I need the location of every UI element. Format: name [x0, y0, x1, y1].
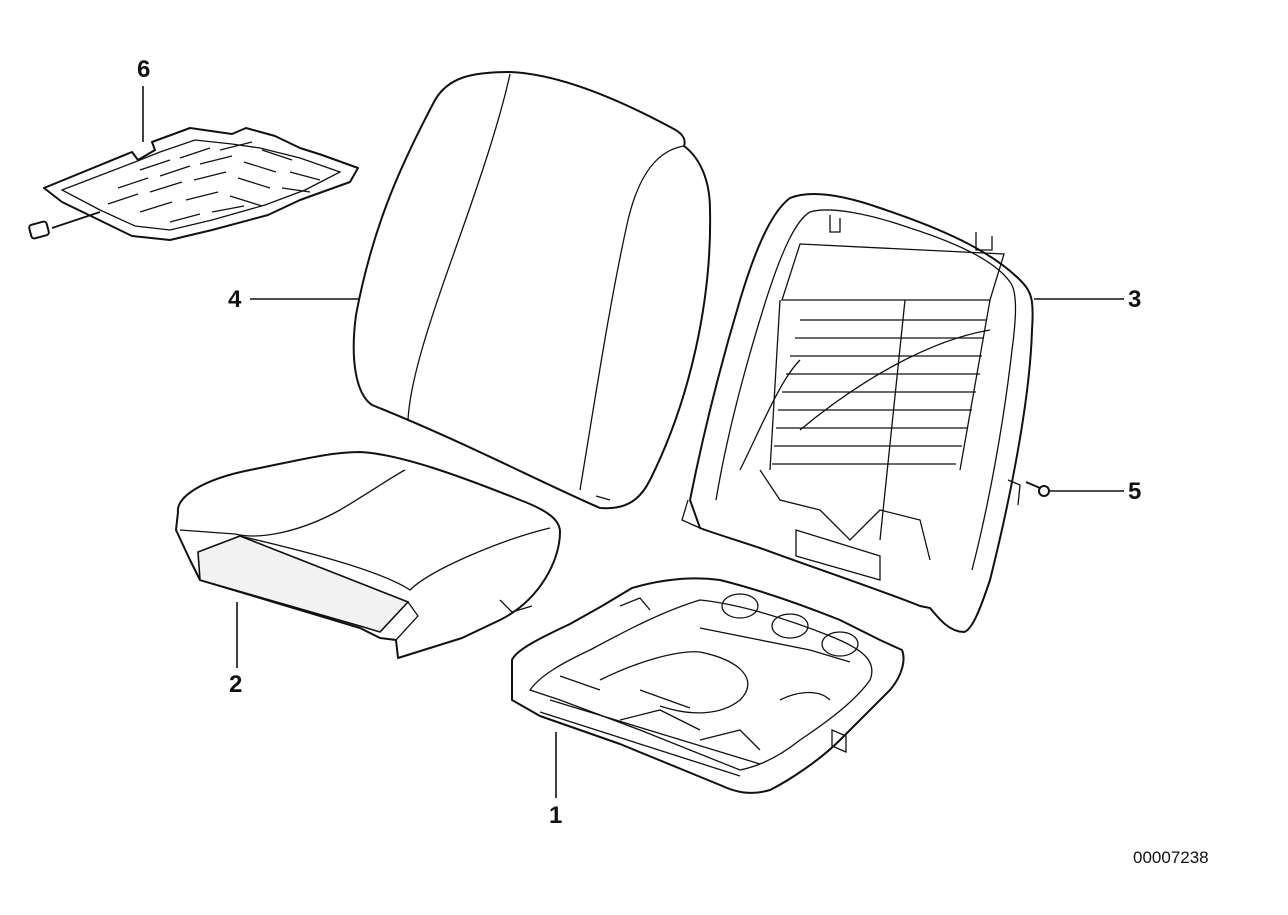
leader-lines [142, 86, 1124, 798]
part-2-seat-cushion[interactable] [175, 451, 561, 659]
part-6-heating-mat[interactable] [28, 127, 359, 241]
part-1-seat-frame[interactable] [511, 577, 905, 794]
part-3-backrest-frame[interactable] [681, 192, 1034, 633]
callout-5[interactable]: 5 [1128, 478, 1142, 505]
diagram-number: 00007238 [1133, 848, 1209, 867]
callout-2[interactable]: 2 [229, 671, 243, 698]
callout-1[interactable]: 1 [549, 802, 563, 829]
callout-6[interactable]: 6 [137, 56, 151, 83]
part-4-backrest-cover[interactable] [352, 71, 712, 510]
part-5-screw[interactable] [1025, 481, 1050, 497]
callout-4[interactable]: 4 [228, 286, 242, 313]
callout-3[interactable]: 3 [1128, 286, 1142, 313]
